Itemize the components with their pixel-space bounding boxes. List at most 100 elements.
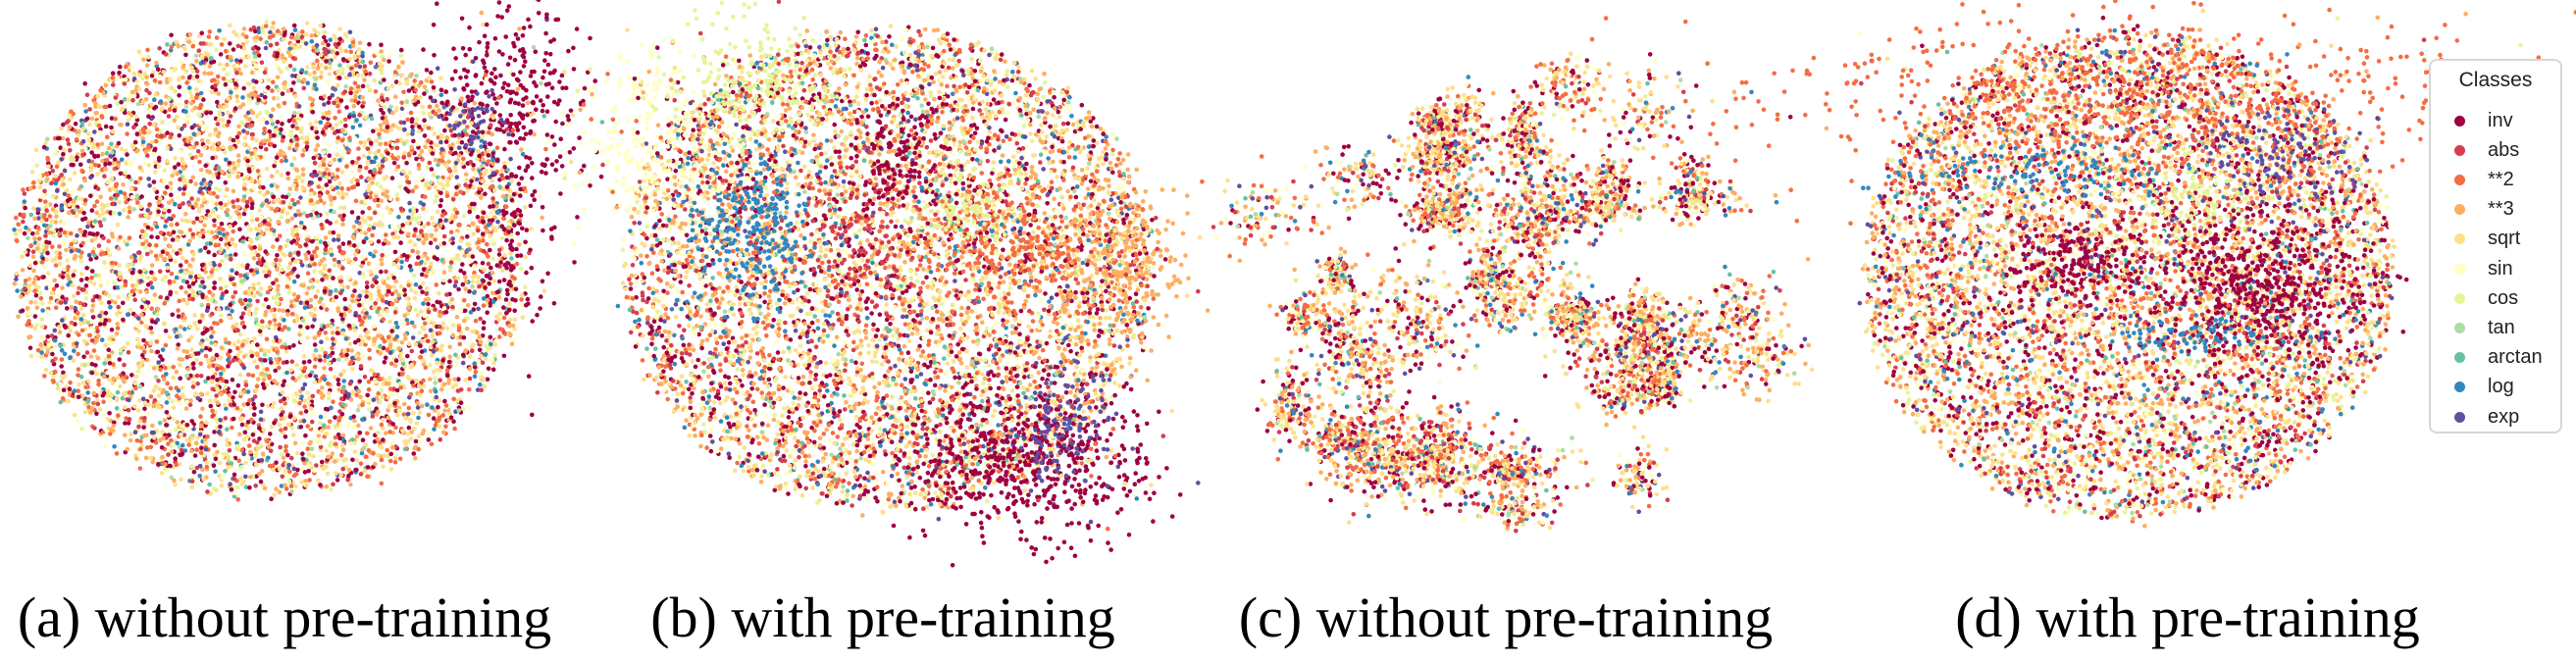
scatter-point — [162, 190, 168, 195]
scatter-point — [271, 280, 276, 286]
scatter-point — [151, 70, 156, 75]
scatter-point — [42, 374, 47, 379]
scatter-point — [213, 243, 219, 248]
scatter-point — [290, 56, 296, 61]
scatter-point — [106, 238, 111, 244]
scatter-point — [174, 39, 179, 44]
scatter-point — [336, 259, 341, 265]
scatter-point — [423, 144, 428, 150]
scatter-point — [135, 408, 141, 413]
scatter-point — [139, 229, 145, 234]
scatter-point — [55, 135, 61, 141]
scatter-point — [318, 421, 323, 426]
scatter-point — [410, 128, 416, 133]
scatter-point — [419, 439, 425, 444]
scatter-point — [321, 162, 327, 168]
scatter-point — [42, 265, 47, 270]
scatter-point — [291, 67, 297, 73]
scatter-point — [117, 71, 122, 76]
scatter-point — [358, 364, 364, 369]
scatter-point — [358, 140, 364, 145]
scatter-point — [375, 431, 381, 435]
scatter-point — [295, 208, 301, 214]
scatter-point — [340, 195, 345, 200]
scatter-point — [444, 182, 450, 187]
scatter-point — [315, 430, 321, 435]
scatter-point — [236, 458, 241, 464]
scatter-point — [86, 252, 92, 258]
scatter-point — [244, 203, 250, 209]
scatter-point — [221, 144, 226, 150]
scatter-point — [395, 325, 400, 330]
scatter-point — [290, 74, 295, 78]
scatter-point — [30, 230, 35, 236]
scatter-point — [61, 387, 67, 393]
scatter-point — [379, 444, 385, 450]
scatter-point — [327, 172, 332, 177]
scatter-point — [199, 348, 205, 353]
scatter-point — [335, 139, 340, 144]
scatter-point — [206, 249, 211, 255]
scatter-point — [223, 416, 229, 421]
scatter-point — [284, 474, 290, 479]
scatter-point — [347, 361, 353, 367]
scatter-point — [470, 279, 476, 284]
scatter-point — [174, 290, 179, 295]
scatter-point — [332, 459, 337, 464]
scatter-point — [79, 250, 84, 255]
scatter-point — [198, 391, 204, 397]
scatter-point — [145, 411, 151, 417]
scatter-point — [57, 261, 63, 267]
scatter-point — [95, 186, 101, 191]
scatter-point — [194, 447, 199, 452]
scatter-point — [107, 361, 113, 366]
scatter-point — [380, 252, 386, 258]
scatter-point — [94, 371, 100, 377]
scatter-point — [406, 405, 412, 411]
scatter-point — [339, 71, 345, 76]
scatter-point — [408, 417, 413, 423]
scatter-point — [206, 376, 211, 381]
scatter-point — [133, 374, 139, 380]
scatter-point — [327, 361, 332, 367]
scatter-point — [305, 424, 311, 429]
scatter-point — [77, 128, 81, 134]
scatter-point — [314, 463, 319, 468]
scatter-point — [378, 123, 384, 128]
scatter-point — [374, 280, 379, 285]
scatter-point — [326, 381, 331, 386]
scatter-point — [183, 52, 188, 58]
scatter-point — [267, 285, 273, 290]
scatter-point — [426, 221, 431, 227]
scatter-point — [123, 195, 129, 200]
scatter-point — [283, 448, 288, 454]
scatter-point — [207, 398, 213, 404]
scatter-point — [169, 223, 174, 228]
scatter-point — [208, 110, 214, 116]
scatter-point — [269, 26, 275, 30]
scatter-point — [324, 65, 329, 71]
scatter-point — [352, 135, 358, 141]
scatter-point — [275, 95, 281, 101]
scatter-point — [373, 89, 379, 94]
scatter-point — [475, 148, 481, 154]
scatter-point — [162, 418, 168, 423]
scatter-point — [31, 268, 36, 274]
scatter-point — [277, 307, 283, 313]
scatter-point — [136, 316, 141, 321]
scatter-point — [406, 88, 412, 93]
scatter-point — [397, 456, 403, 462]
scatter-point — [223, 383, 229, 389]
scatter-point — [228, 224, 232, 230]
scatter-point — [117, 357, 123, 362]
scatter-point — [41, 275, 46, 280]
scatter-point — [125, 446, 130, 452]
scatter-point — [171, 364, 177, 370]
scatter-point — [316, 250, 322, 255]
scatter-point — [243, 64, 248, 69]
scatter-point — [64, 247, 69, 253]
scatter-point — [403, 336, 408, 341]
scatter-point — [190, 296, 195, 302]
scatter-point — [450, 197, 456, 202]
scatter-point — [57, 244, 62, 249]
